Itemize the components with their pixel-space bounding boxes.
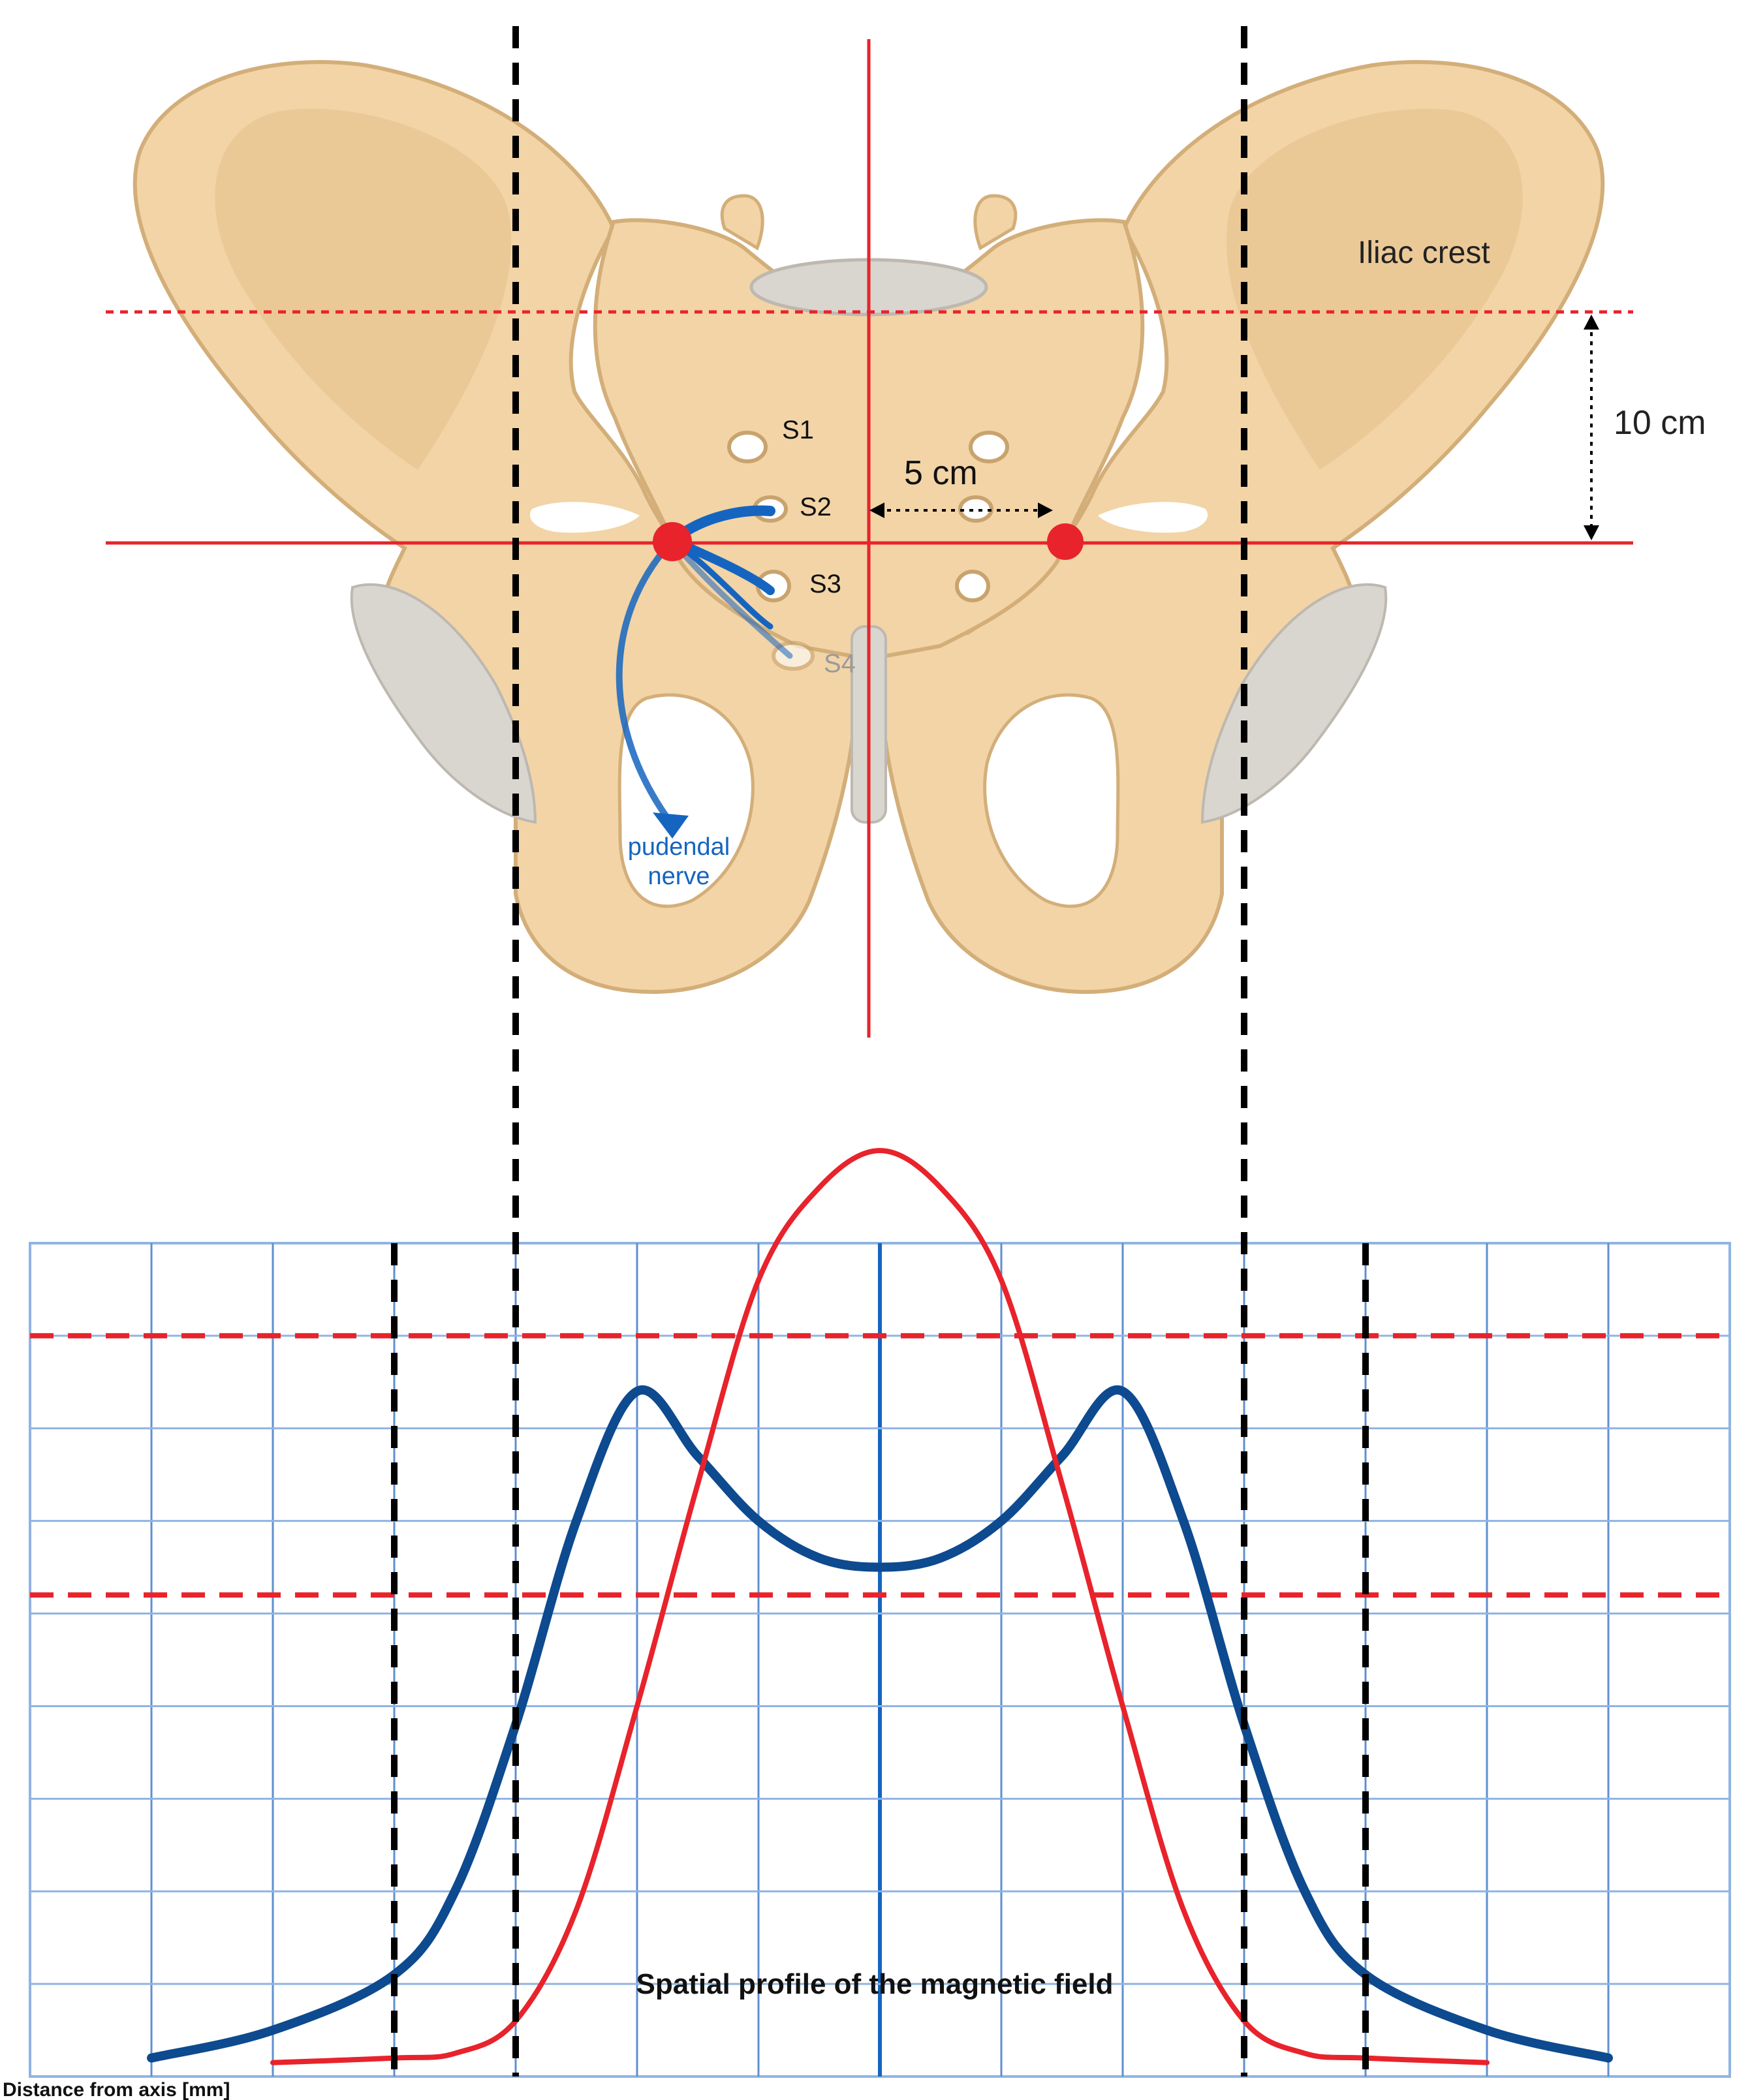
right-s2-foramen (958, 495, 993, 523)
s3-label: S3 (809, 570, 841, 598)
pudendal-nerve-path (616, 545, 669, 819)
right-obturator-foramen (983, 693, 1120, 908)
right-iliac-fossa (1226, 108, 1523, 470)
alignment-lines (391, 26, 1369, 2077)
pelvis-illustration: Iliac crest 10 cm 5 cm S1 S2 S3 S4 puden… (106, 39, 1706, 1038)
chart-x-axis-label: Distance from axis [mm] (3, 2079, 230, 2100)
s4-label: S4 (824, 649, 856, 678)
ten-cm-dimension (1584, 315, 1599, 540)
left-articular-process (720, 194, 764, 251)
s1-label: S1 (782, 416, 814, 444)
pudendal-label-line2: nerve (648, 863, 710, 890)
chart-grid (29, 1242, 1731, 2078)
right-s1-foramen (969, 431, 1009, 463)
chart-area: Spatial profile of the magnetic field Di… (3, 1148, 1731, 2100)
red-field-curve (270, 1148, 1490, 2065)
left-s1-foramen (727, 431, 768, 463)
pudendal-arrow-head (653, 812, 689, 839)
ten-cm-arrow-up (1584, 315, 1599, 330)
right-articular-process (973, 194, 1018, 251)
chart-title: Spatial profile of the magnetic field (636, 1968, 1114, 2000)
left-obturator-foramen (617, 693, 755, 908)
sacral-foramina (727, 431, 1009, 671)
s4-nerve-root (672, 542, 793, 659)
five-cm-label: 5 cm (904, 454, 978, 492)
threshold-lines (30, 1333, 1730, 1598)
right-sciatic-notch (1098, 502, 1208, 533)
five-cm-arrow-right (1038, 502, 1053, 518)
left-acetabulum (350, 583, 537, 824)
right-s3-foramen (955, 570, 990, 602)
pudendal-label-line1: pudendal (628, 833, 730, 861)
blue-field-curve (147, 1385, 1613, 2063)
right-acetabulum (1200, 583, 1388, 824)
s2-label: S2 (800, 493, 832, 521)
iliac-crest-label: Iliac crest (1358, 236, 1490, 270)
left-iliac-fossa (215, 108, 512, 470)
five-cm-arrow-left (869, 502, 884, 518)
chart-series (147, 1148, 1613, 2065)
five-cm-dimension (869, 502, 1053, 518)
ten-cm-arrow-down (1584, 525, 1599, 540)
left-sciatic-notch (529, 502, 640, 533)
ten-cm-label: 10 cm (1614, 404, 1706, 442)
